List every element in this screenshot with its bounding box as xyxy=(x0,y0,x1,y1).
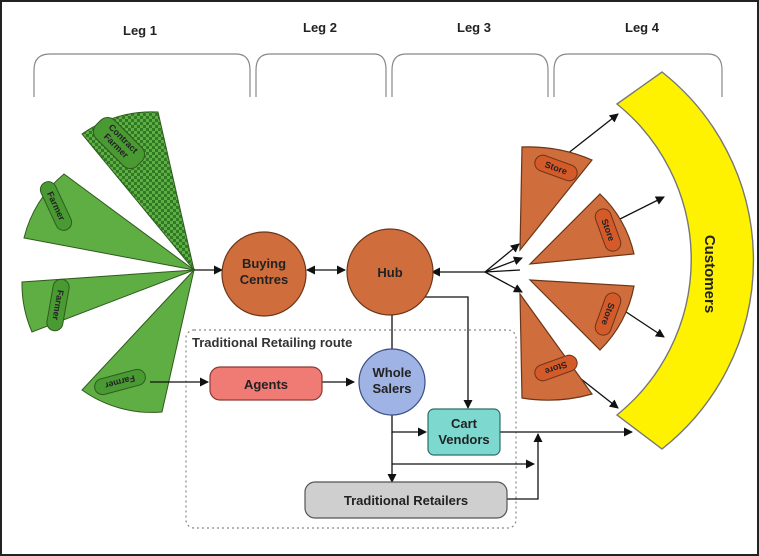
leg-braces xyxy=(33,53,723,97)
hub-label: Hub xyxy=(377,265,402,280)
farmer-wedge-1 xyxy=(23,173,195,271)
hub-node: Hub xyxy=(346,228,434,316)
traditional-retailers-label: Traditional Retailers xyxy=(344,493,468,508)
leg-4-label: Leg 4 xyxy=(625,20,660,35)
customers-label: Customers xyxy=(701,235,718,313)
leg-1-label: Leg 1 xyxy=(123,23,157,38)
traditional-retailers-node: Traditional Retailers xyxy=(304,481,508,519)
traditional-route-label: Traditional Retailing route xyxy=(192,335,352,350)
farmer-wedges xyxy=(21,111,195,413)
customers-arc: Customers xyxy=(615,71,755,450)
leg-2-label: Leg 2 xyxy=(303,20,337,35)
store-label-pills: Store Store Store Store xyxy=(534,154,622,382)
agents-label: Agents xyxy=(244,377,288,392)
leg-3-label: Leg 3 xyxy=(457,20,491,35)
traditional-route-box xyxy=(185,329,517,529)
agents-node: Agents xyxy=(209,366,323,401)
